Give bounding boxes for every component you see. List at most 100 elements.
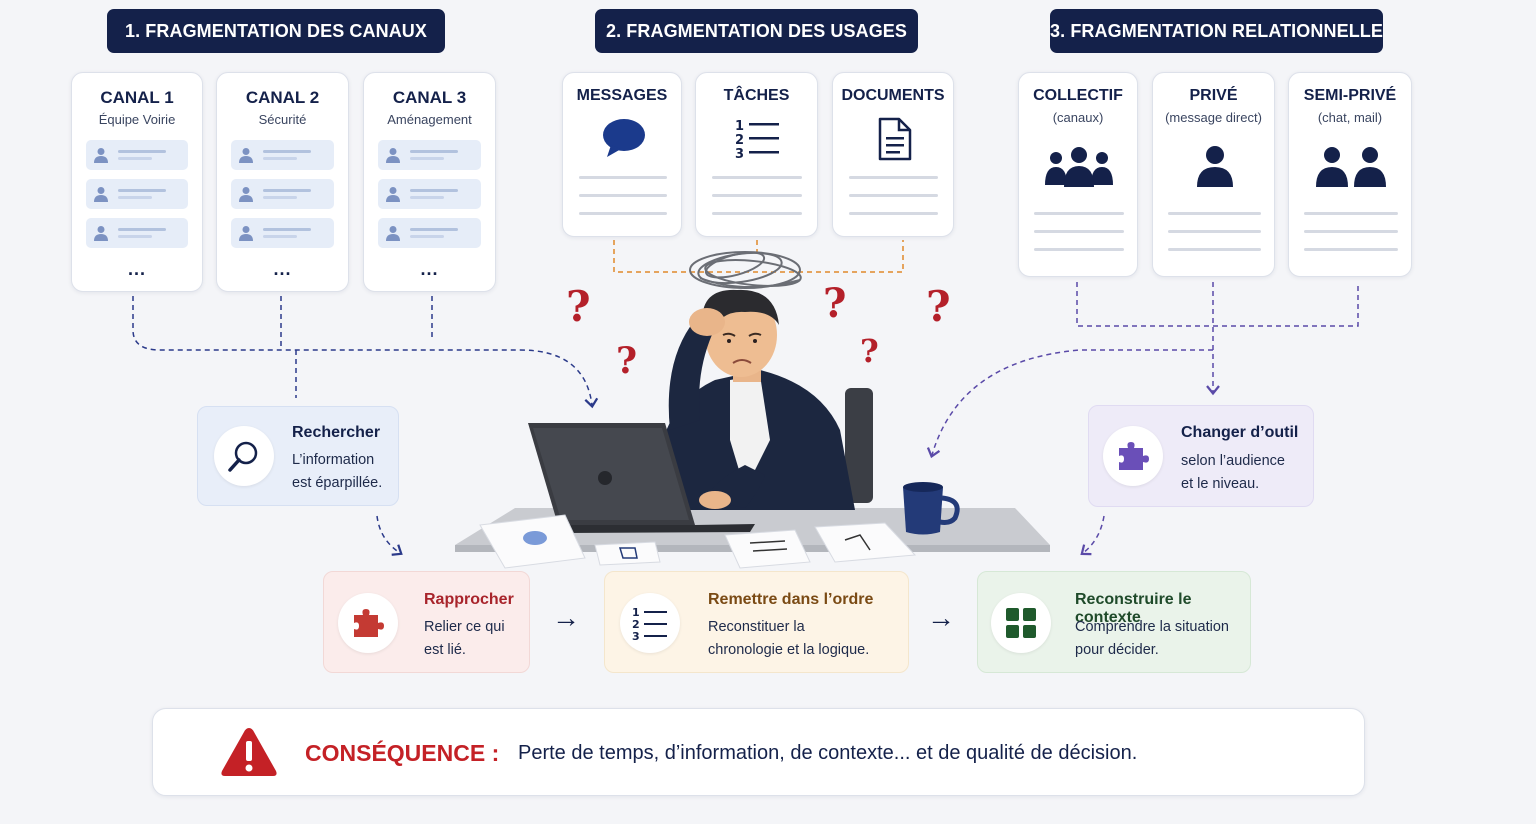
channel-title: CANAL 1 — [100, 88, 174, 107]
step-line2: est lié. — [424, 642, 466, 658]
svg-text:2: 2 — [632, 618, 640, 631]
step-box-rapprocher[interactable]: Rapprocher Relier ce qui est lié. — [323, 571, 530, 673]
warning-icon — [221, 728, 277, 776]
step-line2: chronologie et la logique. — [708, 642, 870, 658]
two-people-icon — [1316, 147, 1386, 187]
puzzle-icon — [354, 609, 384, 637]
usage-title: MESSAGES — [576, 87, 668, 104]
svg-text:3: 3 — [735, 147, 744, 159]
user-icon — [386, 187, 400, 202]
step-box-reconstruire[interactable]: Reconstruire le contexte Comprendre la s… — [977, 571, 1251, 673]
usage-card-documents[interactable]: DOCUMENTS — [832, 72, 954, 237]
channel-message-row — [86, 179, 188, 209]
document-icon — [878, 117, 912, 161]
usage-card-tasks[interactable]: TÂCHES 1 2 3 — [695, 72, 818, 237]
channel-card-1[interactable]: CANAL 1 Équipe Voirie ... — [71, 72, 203, 292]
user-icon — [239, 187, 253, 202]
step-line2: pour décider. — [1075, 642, 1159, 658]
section-header-relations: 3. FRAGMENTATION RELATIONNELLE — [1050, 9, 1383, 53]
change-tool-line2: et le niveau. — [1181, 476, 1260, 492]
relation-card-semi-prive[interactable]: SEMI-PRIVÉ (chat, mail) — [1288, 72, 1412, 277]
channel-card-2[interactable]: CANAL 2 Sécurité ... — [216, 72, 349, 292]
question-mark-icon: ? — [566, 282, 591, 331]
relation-title: PRIVÉ — [1189, 87, 1238, 104]
user-icon — [94, 148, 108, 163]
svg-text:1: 1 — [735, 119, 744, 134]
channel-message-row — [378, 179, 481, 209]
consequence-text: Perte de temps, d’information, de contex… — [518, 742, 1138, 764]
step-arrow-icon: → — [927, 602, 955, 633]
step-line1: Reconstituer la — [708, 619, 805, 635]
magnifier-icon-circle — [214, 426, 274, 486]
question-mark-icon: ? — [926, 282, 951, 331]
relation-card-prive[interactable]: PRIVÉ (message direct) — [1152, 72, 1275, 277]
channel-message-row — [86, 140, 188, 170]
channel-title: CANAL 2 — [245, 88, 320, 107]
search-box[interactable]: Rechercher L’information est éparpillée. — [197, 406, 399, 506]
relation-card-collectif[interactable]: COLLECTIF (canaux) — [1018, 72, 1138, 277]
step-title: Rapprocher — [424, 591, 514, 608]
step-arrow-icon: → — [552, 602, 580, 633]
more-ellipsis: ... — [420, 259, 439, 279]
change-tool-box[interactable]: Changer d’outil selon l’audience et le n… — [1088, 405, 1314, 507]
person-icon — [1197, 146, 1233, 187]
more-ellipsis: ... — [127, 259, 146, 279]
step-line1: Relier ce qui — [424, 619, 505, 635]
search-box-line2: est éparpillée. — [292, 475, 383, 491]
channel-subtitle: Équipe Voirie — [98, 112, 176, 127]
channel-card-3[interactable]: CANAL 3 Aménagement ... — [363, 72, 496, 292]
grid-icon — [1006, 608, 1036, 638]
channel-message-row — [86, 218, 188, 248]
relation-subtitle: (message direct) — [1165, 110, 1262, 125]
usage-card-messages[interactable]: MESSAGES — [562, 72, 682, 237]
step-title: Reconstruire le contexte — [1075, 591, 1192, 626]
group-icon — [1045, 147, 1113, 187]
search-box-title: Rechercher — [292, 424, 381, 441]
step-line1: Comprendre la situation — [1075, 619, 1229, 635]
channel-subtitle: Aménagement — [387, 112, 472, 127]
channel-message-row — [231, 218, 334, 248]
puzzle-icon-circle — [1103, 426, 1163, 486]
question-mark-icon: ? — [616, 340, 638, 382]
grid-icon-circle — [991, 593, 1051, 653]
relation-subtitle: (canaux) — [1052, 110, 1104, 125]
channel-subtitle: Sécurité — [258, 112, 307, 127]
user-icon — [386, 226, 400, 241]
channel-message-row — [231, 179, 334, 209]
usage-title: TÂCHES — [723, 87, 790, 104]
usage-title: DOCUMENTS — [841, 87, 945, 104]
consequence-label: CONSÉQUENCE : — [305, 740, 500, 766]
speech-bubble-icon — [603, 119, 645, 157]
user-icon — [94, 226, 108, 241]
more-ellipsis: ... — [273, 259, 292, 279]
search-box-line1: L’information — [292, 452, 375, 468]
user-icon — [94, 187, 108, 202]
step-title: Remettre dans l’ordre — [708, 591, 874, 608]
step-box-remettre-ordre[interactable]: 1 2 3 Remettre dans l’ordre Reconstituer… — [604, 571, 909, 673]
relation-title: SEMI-PRIVÉ — [1303, 87, 1397, 104]
question-mark-icon: ? — [860, 332, 879, 370]
stressed-man-illustration — [455, 251, 1050, 569]
user-icon — [239, 148, 253, 163]
svg-text:3: 3 — [632, 630, 640, 641]
numbered-list-icon: 1 2 3 — [632, 606, 667, 641]
change-tool-title: Changer d’outil — [1181, 424, 1299, 441]
numbered-list-icon: 1 2 3 — [735, 119, 779, 159]
relation-title: COLLECTIF — [1033, 87, 1123, 104]
section-header-usages: 2. FRAGMENTATION DES USAGES — [595, 9, 918, 53]
puzzle-icon — [1119, 442, 1149, 470]
svg-text:2: 2 — [735, 133, 744, 148]
change-tool-line1: selon l’audience — [1181, 453, 1285, 469]
question-mark-icon: ? — [823, 280, 847, 327]
channel-title: CANAL 3 — [392, 88, 467, 107]
consequence-banner: CONSÉQUENCE : Perte de temps, d’informat… — [152, 708, 1365, 796]
puzzle-icon-circle — [338, 593, 398, 653]
user-icon — [386, 148, 400, 163]
magnifier-icon — [228, 441, 258, 472]
channel-message-row — [231, 140, 334, 170]
svg-text:1: 1 — [632, 606, 640, 619]
section-header-channels: 1. FRAGMENTATION DES CANAUX — [107, 9, 445, 53]
numbered-list-icon-circle: 1 2 3 — [620, 593, 680, 653]
relation-subtitle: (chat, mail) — [1317, 110, 1383, 125]
